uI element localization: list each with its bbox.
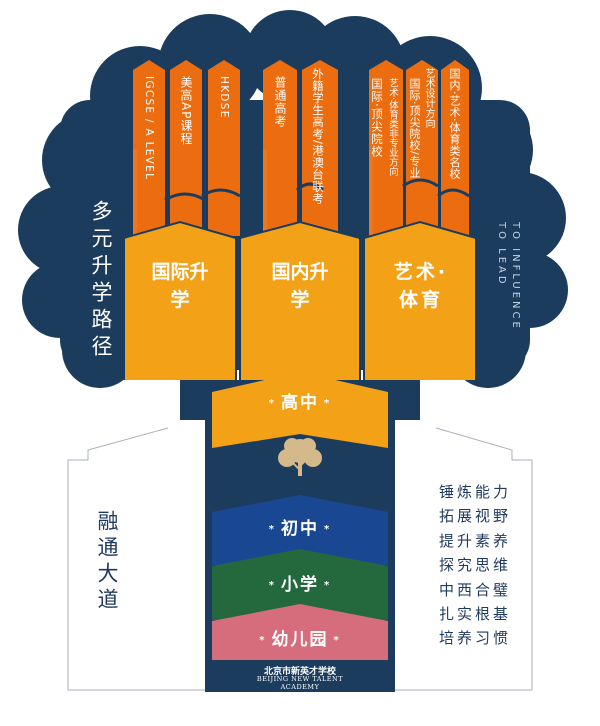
bar-label-gaokao: 普通高考	[273, 76, 287, 128]
bar-label-design: 艺术设计方向	[423, 68, 434, 128]
column-title-arts-text: 艺术·体育	[393, 261, 449, 311]
stage-high: * 高中 *	[210, 388, 390, 413]
quality-item: 扎实根基	[439, 605, 512, 624]
canopy-left-title: 多元升学路径	[89, 200, 113, 362]
bar-label-foreign: 外籍学生高考/港澳台联考	[311, 68, 325, 205]
tree-icon	[278, 438, 322, 476]
stage-middle-dot-right: *	[324, 523, 332, 535]
canopy-right-title: TO INFLUENCE TO LEAD	[496, 222, 521, 331]
bar-label-igcse: IGCSE / A LEVEL	[143, 76, 155, 181]
primary-school-band	[212, 549, 388, 620]
bar-cross-links	[164, 178, 470, 202]
bar-label-domestic-art: 国内·艺术·体育类名校	[448, 68, 461, 180]
column-title-domestic: 国内升学	[270, 258, 330, 314]
column-outlines	[123, 220, 477, 380]
high-school-band	[212, 372, 388, 448]
stage-kg-dot-right: *	[333, 634, 341, 646]
bar-label-ap: 美高AP课程	[179, 76, 193, 146]
bar-label-hkdse: HKDSE	[218, 76, 230, 119]
stage-primary-dot-left: *	[268, 579, 276, 591]
stage-kindergarten-label: 幼儿园	[271, 630, 329, 650]
bar-shading	[133, 150, 373, 236]
stage-middle-dot-left: *	[268, 523, 276, 535]
stage-high-dot-left: *	[268, 397, 276, 409]
column-title-intl: 国际升学	[150, 258, 210, 314]
orange-bars	[133, 60, 469, 236]
quality-item: 探究思维	[439, 556, 512, 575]
bar-label-nonmajor: 艺术·体育类非专业方向	[387, 78, 398, 177]
stage-primary: * 小学 *	[210, 570, 390, 595]
column-title-intl-text: 国际升学	[151, 261, 209, 311]
bar-label-intl-top-a: 国际·顶尖院校	[370, 78, 384, 158]
stage-middle: * 初中 *	[210, 514, 390, 539]
stage-high-label: 高中	[281, 393, 319, 413]
quality-item: 提升素养	[439, 531, 512, 550]
bar-label-intl-top-b: 国际·顶尖院校/专业	[408, 78, 421, 179]
quality-item: 培养习惯	[439, 629, 512, 648]
quality-item: 中西合璧	[439, 580, 512, 599]
quality-item: 拓展视野	[439, 507, 512, 526]
column-title-domestic-text: 国内升学	[271, 261, 329, 311]
side-outlines	[67, 427, 533, 691]
stage-primary-label: 小学	[281, 575, 319, 595]
school-name-en-1: BEIJING NEW TALENT	[256, 675, 344, 683]
stage-kindergarten: * 幼儿园 *	[210, 625, 390, 650]
stage-high-dot-right: *	[324, 397, 332, 409]
school-name-en-2: ACADEMY	[280, 683, 320, 691]
qualities-list: 锤炼能力 拓展视野 提升素养 探究思维 中西合璧 扎实根基 培养习惯	[439, 480, 511, 651]
stage-middle-label: 初中	[281, 519, 319, 539]
stage-kg-dot-left: *	[259, 634, 267, 646]
middle-school-band	[212, 495, 388, 565]
column-shapes	[124, 222, 476, 380]
stage-primary-dot-right: *	[324, 579, 332, 591]
trunk-left-title: 融通大道	[95, 510, 119, 614]
kindergarten-band	[212, 604, 388, 660]
school-name-cn: 北京市新英才学校	[263, 667, 336, 677]
column-title-arts: 艺术·体育	[385, 258, 457, 314]
quality-item: 锤炼能力	[439, 483, 512, 501]
